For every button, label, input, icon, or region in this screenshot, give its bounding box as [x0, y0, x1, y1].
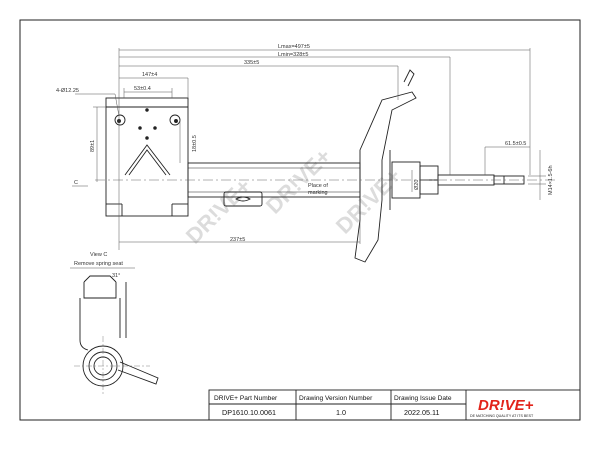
dim-31-deg: 31° [112, 273, 120, 279]
dim-c-mark: C [74, 180, 78, 186]
view-c-detail [70, 267, 159, 396]
dim-335: 335±5 [244, 60, 259, 66]
tb-version: 1.0 [336, 408, 346, 417]
dimension-lines [72, 48, 546, 250]
tb-header-version: Drawing Version Number [299, 395, 373, 402]
dim-lmax: Lmax=497±5 [278, 44, 310, 50]
shock-body [187, 69, 525, 263]
dim-237: 237±5 [230, 237, 245, 243]
dim-d20: Ø20 [414, 180, 420, 190]
dim-147: 147±4 [142, 72, 157, 78]
dimension-labels: Lmax=497±5 Lmin=328±5 335±5 147±4 53±0.4… [56, 44, 554, 243]
dim-thread: M14×1.5-6h [548, 165, 554, 195]
view-c-label: View C [90, 252, 107, 258]
drawing-frame [19, 19, 581, 421]
watermark-2: DR!VE+ [261, 143, 336, 218]
dim-61-5: 61.5±0.5 [505, 141, 526, 147]
title-block [208, 389, 581, 421]
strut-bracket [105, 97, 189, 217]
dim-hole: 4-Ø12.25 [56, 88, 79, 94]
dim-89: 89±1 [90, 140, 96, 152]
dim-53: 53±0.4 [134, 86, 151, 92]
remove-spring-seat-label: Remove spring seat [74, 261, 123, 267]
dim-lmin: Lmin=328±5 [278, 52, 308, 58]
tb-header-date: Drawing Issue Date [394, 395, 452, 402]
dim-18: 18±0.5 [192, 135, 198, 152]
tb-part-number: DP1610.10.0061 [222, 408, 276, 417]
tb-date: 2022.05.11 [404, 408, 439, 417]
note-place-of: Place of [308, 183, 328, 189]
logo-text: DR!VE+ [478, 397, 534, 414]
watermark-group: DR!VE+ DR!VE+ DR!VE+ [181, 143, 406, 248]
note-marking: marking [308, 190, 328, 196]
brand-logo: DR!VE+ DE MATCHING QUALITY AT ITS BEST [470, 397, 534, 418]
watermark-3: DR!VE+ [331, 163, 406, 238]
tb-header-part-number: DRIVE+ Part Number [214, 395, 278, 402]
logo-tagline: DE MATCHING QUALITY AT ITS BEST [470, 414, 534, 418]
